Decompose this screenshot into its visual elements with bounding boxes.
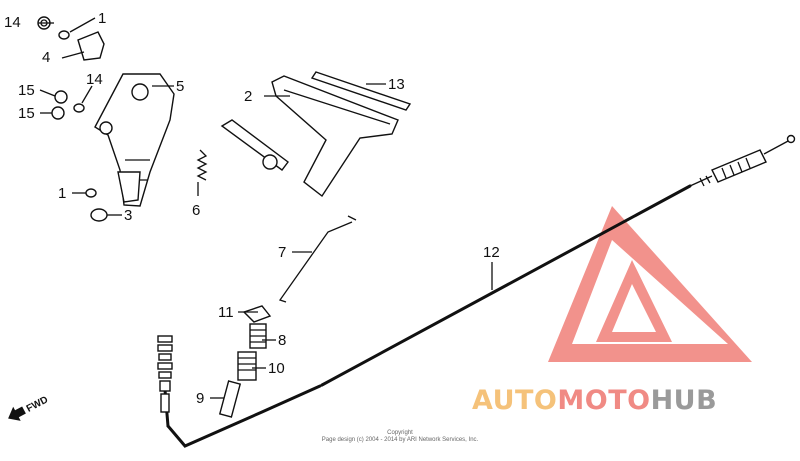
callout-1-top: 1 [98,10,106,27]
nut-15-a [54,90,68,104]
spring-10 [237,351,257,381]
brake-cable [157,134,796,448]
washer-1-low [85,188,97,198]
copyright-line-1: Copyright [387,430,413,436]
clip-11 [242,305,272,323]
callout-6: 6 [192,202,200,219]
washer-14-mid [73,103,85,113]
copyright-line-2: Page design (c) 2004 - 2014 by ARI Netwo… [322,437,479,443]
spring-8 [249,323,267,349]
brake-rod-7 [278,215,357,303]
fwd-label: FWD [25,394,50,414]
leader-lines [38,17,493,399]
fwd-indicator: FWD [8,394,50,421]
callout-5: 5 [176,78,184,95]
brake-bracket [94,73,175,207]
callout-15-a: 15 [18,82,35,99]
watermark-moto: MOTO [557,385,650,416]
watermark-wordmark: AUTOMOTOHUB [472,385,717,416]
nut-15-b [51,106,65,120]
pedal-rubber-13 [310,71,412,111]
callout-10: 10 [268,360,285,377]
callout-3: 3 [124,207,132,224]
brake-pedal [220,75,399,198]
nut-3 [90,208,108,222]
callout-4: 4 [42,49,50,66]
watermark-logo [548,206,752,362]
watermark-hub: HUB [651,385,718,416]
spring-6 [196,149,208,181]
callout-1-low: 1 [58,185,66,202]
callout-15-b: 15 [18,105,35,122]
collar-4 [77,31,105,61]
callout-13: 13 [388,76,405,93]
callout-9: 9 [196,390,204,407]
callout-14-top: 14 [4,14,21,31]
watermark-auto: AUTO [472,385,557,416]
arrow-left-icon [8,406,26,421]
callout-8: 8 [278,332,286,349]
plunger-9 [218,380,242,418]
callout-11: 11 [218,304,234,321]
callout-2: 2 [244,88,252,105]
callout-14-mid: 14 [86,71,103,88]
washer-1-top [58,30,70,40]
callout-12: 12 [483,244,500,261]
callout-7: 7 [278,244,286,261]
